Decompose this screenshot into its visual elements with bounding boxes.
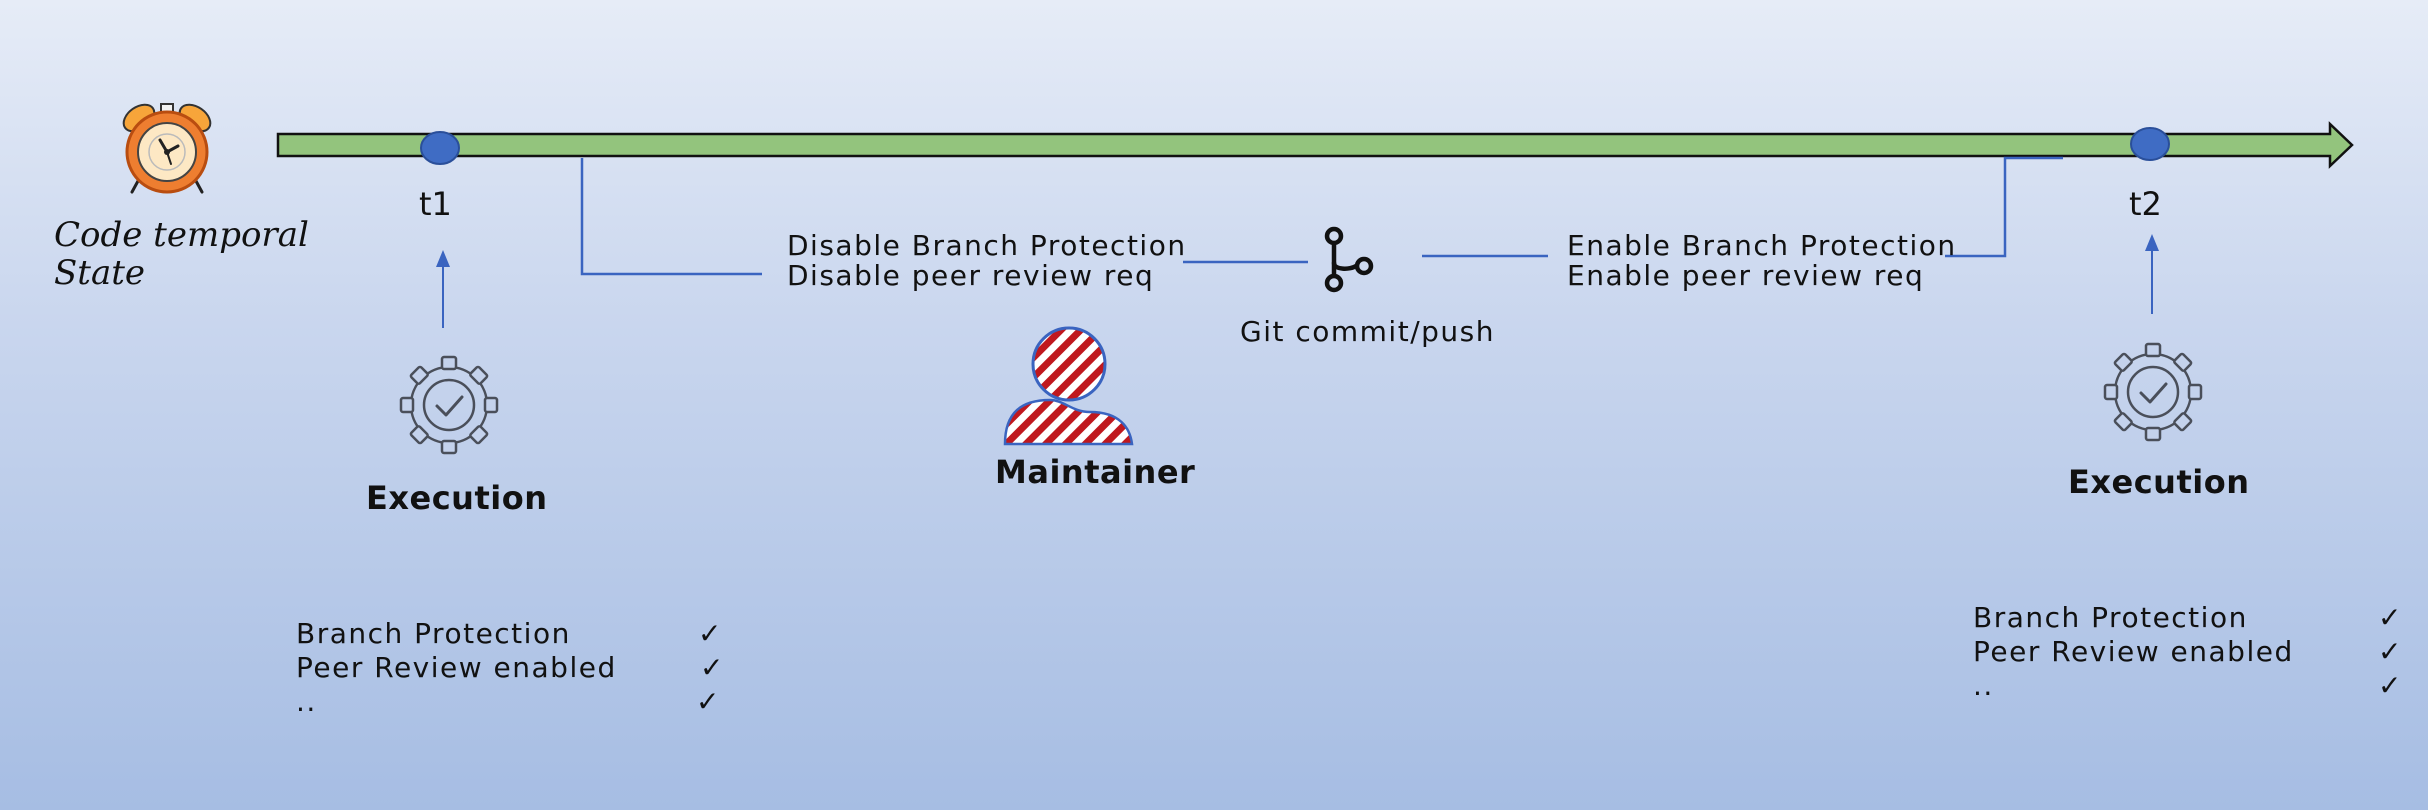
enable-peer-review-text: Enable peer review req: [1567, 259, 1925, 292]
disable-branch-protection-text: Disable Branch Protection: [787, 229, 1187, 262]
execution-title-right: Execution: [2068, 463, 2250, 501]
disable-peer-review-text: Disable peer review req: [787, 259, 1155, 292]
timeline-arrow: [276, 121, 2354, 169]
timeline-label: Code temporal State: [54, 216, 309, 292]
timeline-label-text: Code temporal State: [54, 215, 309, 293]
check-label: ..: [1973, 669, 1994, 702]
execution-title-left: Execution: [366, 479, 548, 517]
check-label: ..: [296, 685, 317, 718]
gear-check-icon: [399, 355, 499, 455]
alarm-clock-icon: [122, 103, 212, 194]
checkmark-icon: ✓: [2378, 669, 2402, 702]
check-label: Peer Review enabled: [1973, 635, 2294, 668]
checkmark-icon: ✓: [2378, 601, 2402, 634]
t2-marker: [2130, 127, 2170, 161]
checkmark-icon: ✓: [700, 651, 724, 684]
maintainer-label: Maintainer: [995, 453, 1196, 491]
check-label: Peer Review enabled: [296, 651, 617, 684]
git-commit-label: Git commit/push: [1240, 315, 1495, 348]
t2-label: t2: [2129, 185, 2162, 223]
checkmark-icon: ✓: [698, 617, 722, 650]
t1-marker: [420, 131, 460, 165]
t1-up-arrow: [436, 250, 450, 328]
checkmark-icon: ✓: [696, 685, 720, 718]
t1-label: t1: [419, 185, 452, 223]
branch-connector-right: [1945, 156, 2063, 258]
t2-up-arrow: [2145, 234, 2159, 314]
branch-connector-left: [580, 158, 762, 276]
gear-check-icon: [2103, 342, 2203, 442]
check-label: Branch Protection: [296, 617, 571, 650]
git-branch-icon: [1324, 226, 1374, 293]
user-icon: [1003, 326, 1134, 446]
enable-branch-protection-text: Enable Branch Protection: [1567, 229, 1957, 262]
checkmark-icon: ✓: [2378, 635, 2402, 668]
check-label: Branch Protection: [1973, 601, 2248, 634]
